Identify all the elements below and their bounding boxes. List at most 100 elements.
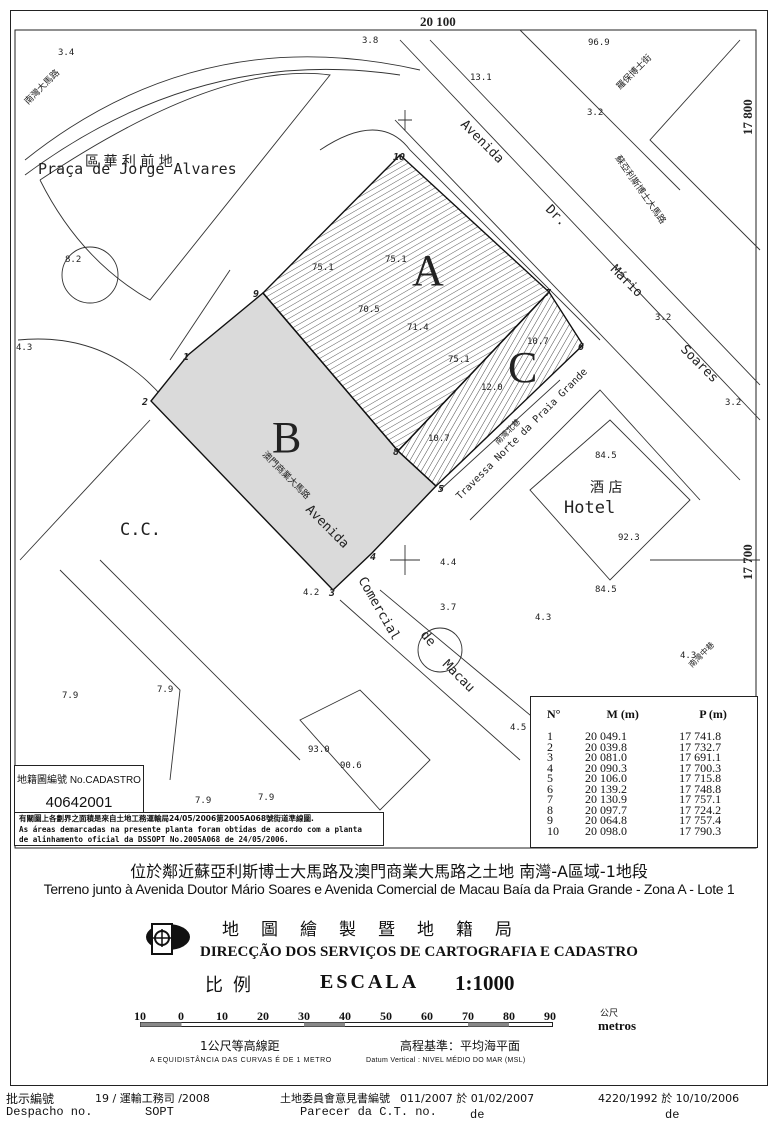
- parecer-pt: Parecer da C.T. no.: [300, 1105, 437, 1119]
- svg-text:10.7: 10.7: [527, 337, 549, 347]
- point-label: 2: [141, 397, 148, 408]
- datum-zh: 高程基準：平均海平面: [400, 1039, 521, 1053]
- table-cell: 7: [547, 792, 553, 806]
- spot-heights: 3.43.8 96.913.1 3.23.2 3.28.2 4.375.1 75…: [16, 36, 741, 806]
- street-label: de: [417, 628, 439, 650]
- hotel-building: [529, 419, 691, 581]
- svg-text:75.1: 75.1: [448, 355, 470, 365]
- svg-text:4.4: 4.4: [440, 558, 456, 568]
- table-header: N° M (m) P (m): [531, 697, 757, 722]
- street-label: 羅保博士街: [614, 52, 654, 92]
- point-label: 6: [578, 342, 584, 353]
- svg-text:4.3: 4.3: [680, 651, 696, 661]
- table-cell: 2: [547, 739, 553, 754]
- parecer-de: de: [470, 1108, 485, 1122]
- table-row: 10 20 098.0 17 790.3: [531, 823, 757, 838]
- svg-text:75.1: 75.1: [385, 255, 407, 265]
- scale-tick-label: 80: [503, 1009, 515, 1023]
- svg-text:7.9: 7.9: [195, 796, 211, 806]
- point-label: 5: [438, 484, 444, 495]
- table-cell: 20 097.7: [584, 802, 627, 817]
- area-note: 有關圖上各劃界之面積是來自土地工務運輸局24/05/2006第2005A068號…: [14, 812, 384, 846]
- scale-tick-label: 10: [134, 1009, 146, 1023]
- note-zh: 有關圖上各劃界之面積是來自土地工務運輸局24/05/2006第2005A068號…: [19, 814, 314, 823]
- hotel-label: Hotel: [564, 498, 615, 518]
- svg-text:4.3: 4.3: [16, 343, 32, 353]
- table-cell: 20 081.0: [584, 750, 627, 764]
- reference-de: de: [665, 1108, 680, 1122]
- table-cell: 9: [547, 813, 553, 827]
- svg-text:12.0: 12.0: [481, 383, 503, 393]
- table-row: 9 20 064.8 17 757.4: [531, 813, 757, 827]
- table-cell: 1: [547, 729, 553, 743]
- despacho-pt: Despacho no.: [6, 1105, 93, 1119]
- table-cell: 17 790.3: [679, 823, 722, 838]
- department-pt: DIRECÇÃO DOS SERVIÇOS DE CARTOGRAFIA E C…: [200, 944, 638, 960]
- scale-tick-label: 50: [380, 1009, 392, 1023]
- svg-text:3.2: 3.2: [725, 398, 741, 408]
- contour-zh: 1公尺等高線距: [200, 1039, 280, 1053]
- svg-text:3.2: 3.2: [655, 313, 671, 323]
- cadastral-map: A B C 1 2 3 4 5 6 7 8 9 10 20 100 17 800…: [14, 14, 761, 849]
- scale-value: 1:1000: [455, 971, 515, 995]
- table-cell: 10: [547, 823, 559, 838]
- scale-label-zh: 比例: [205, 975, 261, 996]
- table-cell: 20 098.0: [584, 823, 627, 838]
- point-label: 9: [253, 289, 259, 300]
- scale-label-pt: ESCALA: [320, 971, 420, 993]
- scale-bar: [140, 1022, 553, 1027]
- street-label: Avenida: [457, 117, 506, 166]
- hotel-label-zh: 酒 店: [590, 480, 622, 496]
- scale-tick-label: 0: [178, 1009, 184, 1023]
- parecer-zh: 土地委員會意見書編號: [280, 1092, 390, 1105]
- scale-tick-label: 40: [339, 1009, 351, 1023]
- svg-text:13.1: 13.1: [470, 73, 492, 83]
- svg-text:7.9: 7.9: [157, 685, 173, 695]
- table-cell: 17 715.8: [679, 771, 722, 785]
- table-cell: 20 039.8: [584, 739, 627, 754]
- unit-pt: metros: [598, 1018, 637, 1033]
- scale-tick-label: 20: [257, 1009, 269, 1023]
- square-label-zh: 區 華 利 前 地: [85, 153, 173, 170]
- svg-text:84.5: 84.5: [595, 585, 617, 595]
- title-zh: 位於鄰近蘇亞利斯博士大馬路及澳門商業大馬路之土地 南灣-A區域-1地段: [130, 862, 648, 881]
- svg-text:3.8: 3.8: [362, 36, 378, 46]
- table-cell: 17 691.1: [679, 750, 722, 764]
- zone-c-parcel: [397, 290, 584, 487]
- table-cell: 8: [547, 802, 553, 817]
- table-cell: 20 064.8: [584, 813, 627, 827]
- scale-tick-label: 10: [216, 1009, 228, 1023]
- header-p: P (m): [699, 707, 727, 721]
- street-label: Comercial: [355, 575, 403, 644]
- svg-text:92.3: 92.3: [618, 533, 640, 543]
- svg-text:4.3: 4.3: [535, 613, 551, 623]
- svg-text:8.2: 8.2: [65, 255, 81, 265]
- contour-pt: A EQUIDISTÂNCIA DAS CURVAS É DE 1 METRO: [150, 1057, 332, 1064]
- street-label: Mário: [607, 262, 645, 300]
- map-frame: [14, 29, 757, 849]
- street-label: 南灣大馬路: [22, 67, 62, 107]
- cc-label: C.C.: [120, 520, 161, 540]
- table-cell: 17 741.8: [679, 729, 722, 743]
- table-cell: 17 757.1: [679, 792, 722, 806]
- svg-text:75.1: 75.1: [312, 263, 334, 273]
- cadastro-number: 40642001: [45, 794, 113, 811]
- street-label: 蘇亞利斯博士大馬路: [613, 153, 669, 226]
- svg-text:7.9: 7.9: [258, 793, 274, 803]
- table-cell: 17 700.3: [679, 760, 722, 775]
- svg-text:96.9: 96.9: [588, 38, 610, 48]
- svg-text:93.0: 93.0: [308, 745, 330, 755]
- street-label: Dr.: [542, 202, 569, 229]
- scale-tick-label: 70: [462, 1009, 474, 1023]
- table-cell: 17 757.4: [679, 813, 722, 827]
- scale-tick-label: 30: [298, 1009, 310, 1023]
- svg-text:71.4: 71.4: [407, 323, 429, 333]
- table-cell: 5: [547, 771, 553, 785]
- note-pt-1: As áreas demarcadas na presente planta f…: [19, 824, 362, 834]
- svg-text:10.7: 10.7: [428, 434, 450, 444]
- cadastro-box: 地籍圖編號 No.CADASTRO 40642001: [14, 765, 144, 821]
